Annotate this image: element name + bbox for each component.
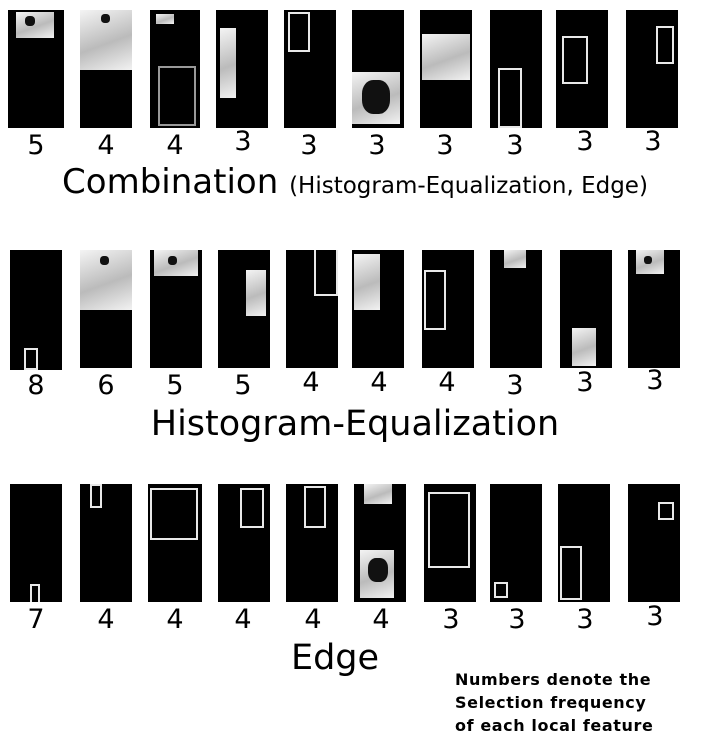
frequency-number: 4	[288, 605, 338, 635]
feature-thumbnail	[216, 10, 268, 128]
frequency-number: 3	[630, 366, 680, 396]
feature-thumbnail	[218, 250, 270, 368]
feature-thumbnail	[422, 250, 474, 368]
note-line: Selection frequency	[455, 691, 653, 714]
frequency-number: 7	[11, 605, 61, 635]
frequency-number: 5	[150, 371, 200, 401]
combination-caption-sub: (Histogram-Equalization, Edge)	[289, 173, 648, 199]
feature-thumbnail	[560, 250, 612, 368]
feature-thumbnail	[284, 10, 336, 128]
feature-thumbnail	[490, 484, 542, 602]
feature-thumbnail	[490, 250, 542, 368]
frequency-number: 4	[150, 131, 200, 161]
feature-thumbnail	[352, 10, 404, 128]
feature-thumbnail	[80, 250, 132, 368]
frequency-number: 4	[150, 605, 200, 635]
frequency-number: 3	[560, 127, 610, 157]
feature-thumbnail	[286, 250, 338, 368]
feature-thumbnail	[626, 10, 678, 128]
frequency-number: 3	[560, 605, 610, 635]
histogram-equalization-caption: Histogram-Equalization	[0, 404, 710, 444]
feature-thumbnail	[424, 484, 476, 602]
frequency-number: 6	[81, 371, 131, 401]
frequency-number: 3	[490, 371, 540, 401]
combination-row: 5 4 4 3 3 3 3 3 3 3	[0, 10, 710, 150]
frequency-number: 4	[218, 605, 268, 635]
note-line: of each local feature	[455, 714, 653, 737]
feature-thumbnail	[10, 250, 62, 370]
frequency-number: 5	[218, 371, 268, 401]
frequency-number: 4	[81, 131, 131, 161]
frequency-number: 3	[492, 605, 542, 635]
feature-thumbnail	[150, 10, 200, 128]
feature-thumbnail	[558, 484, 610, 602]
edge-row: 7 4 4 4 4 4 3 3 3 3	[0, 484, 710, 624]
frequency-number: 3	[218, 127, 268, 157]
feature-thumbnail	[8, 10, 64, 128]
combination-caption: Combination (Histogram-Equalization, Edg…	[0, 162, 710, 202]
feature-thumbnail	[148, 484, 202, 602]
frequency-number: 4	[356, 605, 406, 635]
frequency-number: 4	[354, 368, 404, 398]
feature-thumbnail	[286, 484, 338, 602]
frequency-number: 3	[284, 131, 334, 161]
feature-thumbnail	[354, 484, 406, 602]
frequency-number: 3	[630, 602, 680, 632]
feature-thumbnail	[628, 484, 680, 602]
frequency-number: 4	[286, 368, 336, 398]
feature-thumbnail	[218, 484, 270, 602]
feature-thumbnail	[628, 250, 680, 368]
frequency-number: 4	[81, 605, 131, 635]
feature-thumbnail	[80, 10, 132, 128]
frequency-number: 3	[490, 131, 540, 161]
frequency-number: 5	[11, 131, 61, 161]
feature-thumbnail	[150, 250, 202, 368]
combination-caption-main: Combination	[62, 162, 278, 202]
frequency-number: 3	[352, 131, 402, 161]
frequency-number: 3	[420, 131, 470, 161]
feature-thumbnail	[352, 250, 404, 368]
frequency-number: 3	[628, 127, 678, 157]
feature-thumbnail	[556, 10, 608, 128]
note-line: Numbers denote the	[455, 668, 653, 691]
feature-thumbnail	[80, 484, 132, 602]
feature-thumbnail	[420, 10, 472, 128]
frequency-number: 3	[426, 605, 476, 635]
frequency-note: Numbers denote the Selection frequency o…	[455, 668, 653, 737]
histogram-equalization-row: 8 6 5 5 4 4 4 3 3 3	[0, 250, 710, 390]
feature-thumbnail	[10, 484, 62, 602]
frequency-number: 4	[422, 368, 472, 398]
frequency-number: 3	[560, 368, 610, 398]
frequency-number: 8	[11, 371, 61, 401]
feature-thumbnail	[490, 10, 542, 128]
